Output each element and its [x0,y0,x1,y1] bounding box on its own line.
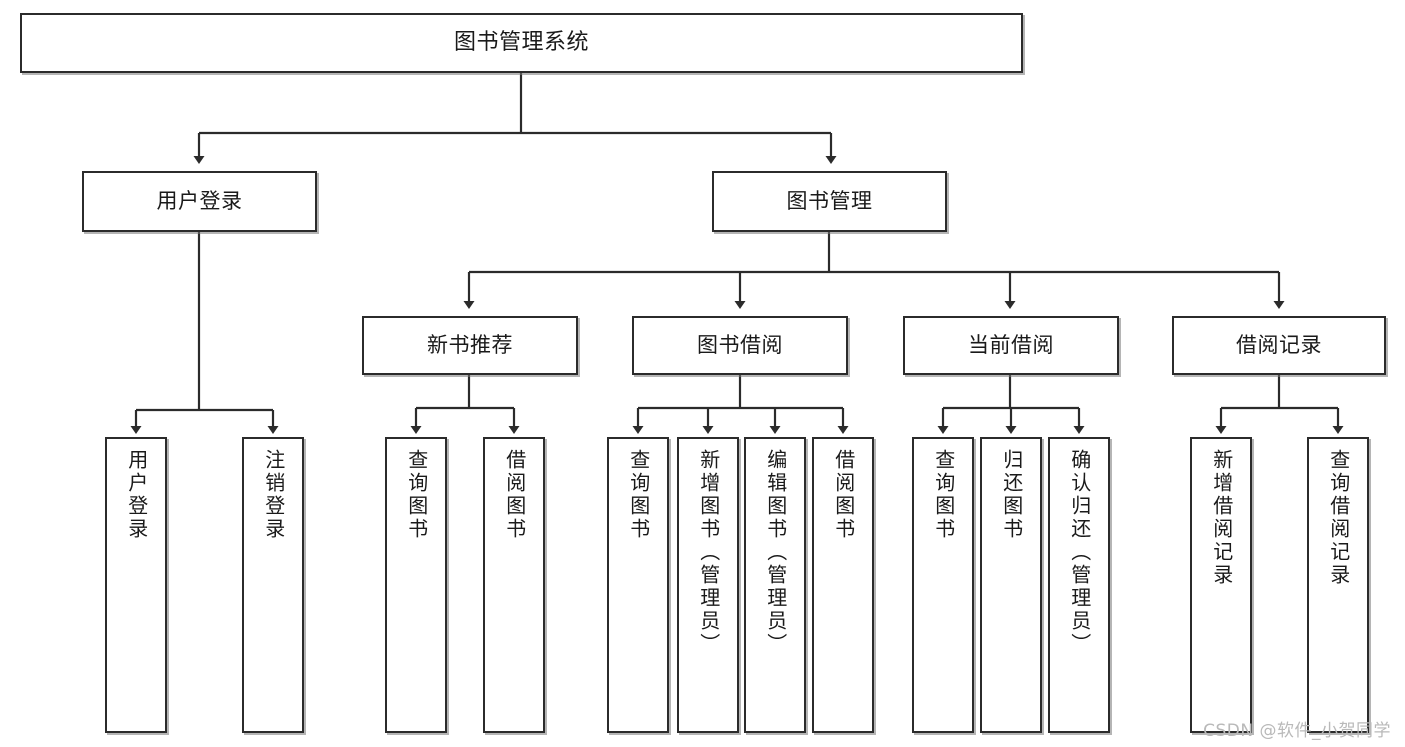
leaf-current-borrow-return[interactable]: 归还图书 [980,437,1042,733]
node-book-borrow[interactable]: 图书借阅 [632,316,848,375]
leaf-label: 新增借阅记录 [1209,449,1234,587]
leaf-borrow-records-add[interactable]: 新增借阅记录 [1190,437,1252,733]
watermark: CSDN @软件_小贺同学 [1203,721,1391,741]
leaf-label: 借阅图书 [502,449,527,541]
leaf-book-borrow-edit[interactable]: 编辑图书（管理员） [744,437,806,733]
leaf-label: 确认归还（管理员） [1067,449,1092,656]
leaf-label: 查询图书 [404,449,429,541]
leaf-label: 借阅图书 [831,449,856,541]
leaf-book-borrow-query[interactable]: 查询图书 [607,437,669,733]
leaf-book-borrow-add[interactable]: 新增图书（管理员） [677,437,739,733]
node-label: 新书推荐 [427,332,513,357]
leaf-borrow-records-query[interactable]: 查询借阅记录 [1307,437,1369,733]
leaf-label: 编辑图书（管理员） [763,449,788,656]
node-borrow-records[interactable]: 借阅记录 [1172,316,1386,375]
node-label: 当前借阅 [968,332,1054,357]
leaf-label: 新增图书（管理员） [696,449,721,656]
node-label: 用户登录 [156,188,243,213]
leaf-new-book-borrow[interactable]: 借阅图书 [483,437,545,733]
leaf-book-borrow-borrow[interactable]: 借阅图书 [812,437,874,733]
leaf-current-borrow-confirm-return[interactable]: 确认归还（管理员） [1048,437,1110,733]
leaf-user-login-logout[interactable]: 注销登录 [242,437,304,733]
leaf-label: 查询借阅记录 [1326,449,1351,587]
node-new-book-recommend[interactable]: 新书推荐 [362,316,578,375]
node-book-management[interactable]: 图书管理 [712,171,947,232]
node-label: 图书借阅 [697,332,783,357]
leaf-label: 查询图书 [931,449,956,541]
leaf-user-login-login[interactable]: 用户登录 [105,437,167,733]
leaf-label: 归还图书 [999,449,1024,541]
leaf-label: 查询图书 [626,449,651,541]
node-user-login[interactable]: 用户登录 [82,171,317,232]
leaf-label: 用户登录 [124,449,149,541]
node-label: 借阅记录 [1236,332,1322,357]
node-current-borrow[interactable]: 当前借阅 [903,316,1119,375]
leaf-new-book-query[interactable]: 查询图书 [385,437,447,733]
leaf-label: 注销登录 [261,449,286,541]
node-root-book-management-system[interactable]: 图书管理系统 [20,13,1023,73]
leaf-current-borrow-query[interactable]: 查询图书 [912,437,974,733]
node-label: 图书管理 [786,188,873,213]
node-label: 图书管理系统 [453,29,589,55]
